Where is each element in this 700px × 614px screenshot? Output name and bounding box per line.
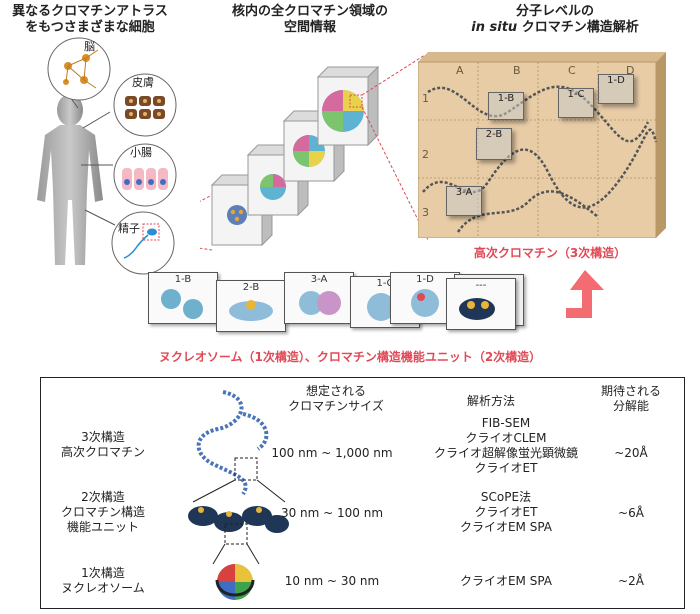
up-arrow-icon xyxy=(560,268,610,328)
grid-row-1: 1 xyxy=(422,92,429,105)
chromatin-grid-panel: A B C D 1 2 3 1-B 1-C 1-D 2-B 3-A xyxy=(418,52,666,238)
header-method: 解析方法 xyxy=(401,394,581,409)
cube-4 xyxy=(318,67,378,145)
header-chromatin-analysis: クロマチン構造解析 xyxy=(517,20,639,35)
resolution-primary: ~2Å xyxy=(581,574,681,589)
header-resolution: 期待される 分解能 xyxy=(581,384,681,414)
resolution-secondary: ~6Å xyxy=(581,506,681,521)
level-tertiary: 3次構造 高次クロマチン xyxy=(47,430,159,460)
thumb-3-a: 3-A xyxy=(284,272,354,324)
higher-order-chromatin-label: 高次クロマチン（3次構造） xyxy=(440,244,660,261)
grid-col-a: A xyxy=(456,64,464,77)
region-3-a: 3-A xyxy=(446,186,482,216)
thumb-more: --- xyxy=(446,278,516,330)
skin-label: 皮膚 xyxy=(132,74,154,90)
region-1-c: 1-C xyxy=(558,88,594,118)
level-secondary: 2次構造 クロマチン構造 機能ユニット xyxy=(47,490,159,535)
header-spatial-info: 核内の全クロマチン領域の 空間情報 xyxy=(220,4,400,36)
grid-col-c: C xyxy=(568,64,576,77)
size-tertiary: 100 nm ~ 1,000 nm xyxy=(257,446,407,461)
region-1-b: 1-B xyxy=(488,92,524,120)
nucleus-cube-stack xyxy=(200,55,430,255)
structure-table: 想定される クロマチンサイズ 解析方法 期待される 分解能 3次構造 高次クロマ… xyxy=(40,377,685,609)
grid-row-2: 2 xyxy=(422,148,429,161)
sperm-label: 精子 xyxy=(118,220,140,236)
region-1-d: 1-D xyxy=(598,74,634,104)
header-molecular-analysis: 分子レベルの in situ クロマチン構造解析 xyxy=(440,4,670,36)
method-secondary: SCoPE法 クライオET クライオEM SPA xyxy=(421,490,591,535)
thumb-3-a-image xyxy=(285,273,353,323)
chromatin-fiber-illustration xyxy=(173,384,293,606)
level-primary: 1次構造 ヌクレオソーム xyxy=(47,566,159,596)
size-primary: 10 nm ~ 30 nm xyxy=(257,574,407,589)
thumb-1-b: 1-B xyxy=(148,272,218,324)
thumb-more-image xyxy=(447,279,515,329)
header-molecular-line1: 分子レベルの xyxy=(440,4,670,20)
header-molecular-line2: in situ クロマチン構造解析 xyxy=(440,20,670,36)
header-cell-types: 異なるクロマチンアトラス をもつさまざまな細胞 xyxy=(5,4,175,36)
thumb-2-b-image xyxy=(217,281,285,331)
structural-units-label: ヌクレオソーム（1次構造）、クロマチン構造機能ユニット（2次構造） xyxy=(120,348,580,365)
brain-cell-bubble xyxy=(46,36,112,102)
thumb-1-b-image xyxy=(149,273,217,323)
resolution-tertiary: ~20Å xyxy=(581,446,681,461)
grid-row-3: 3 xyxy=(422,206,429,219)
size-secondary: 30 nm ~ 100 nm xyxy=(257,506,407,521)
method-tertiary: FIB-SEM クライオCLEM クライオ超解像蛍光顕微鏡 クライオET xyxy=(421,416,591,476)
header-in-situ: in situ xyxy=(471,20,517,35)
method-primary: クライオEM SPA xyxy=(421,574,591,589)
thumb-2-b: 2-B xyxy=(216,280,286,332)
region-2-b: 2-B xyxy=(476,128,512,160)
intestine-label: 小腸 xyxy=(130,144,152,160)
brain-label: 脳 xyxy=(84,38,95,54)
grid-col-b: B xyxy=(513,64,521,77)
